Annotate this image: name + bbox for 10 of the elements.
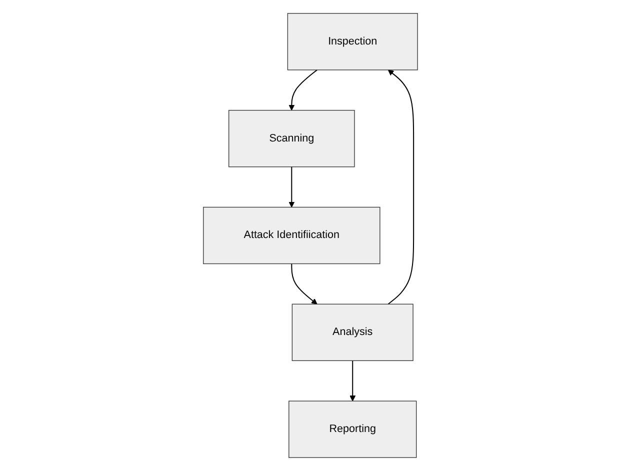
arrow: [288, 166, 294, 207]
arrow: [288, 69, 317, 110]
node-box: Scanning: [228, 109, 354, 167]
node-box: Analysis: [291, 303, 413, 361]
arrow: [349, 360, 356, 401]
node-box: Reporting: [288, 400, 416, 458]
node-box: Inspection: [286, 12, 418, 70]
arrow: [290, 263, 317, 304]
arrow: [387, 69, 414, 304]
node-box: Attack Identifiication: [202, 206, 380, 264]
